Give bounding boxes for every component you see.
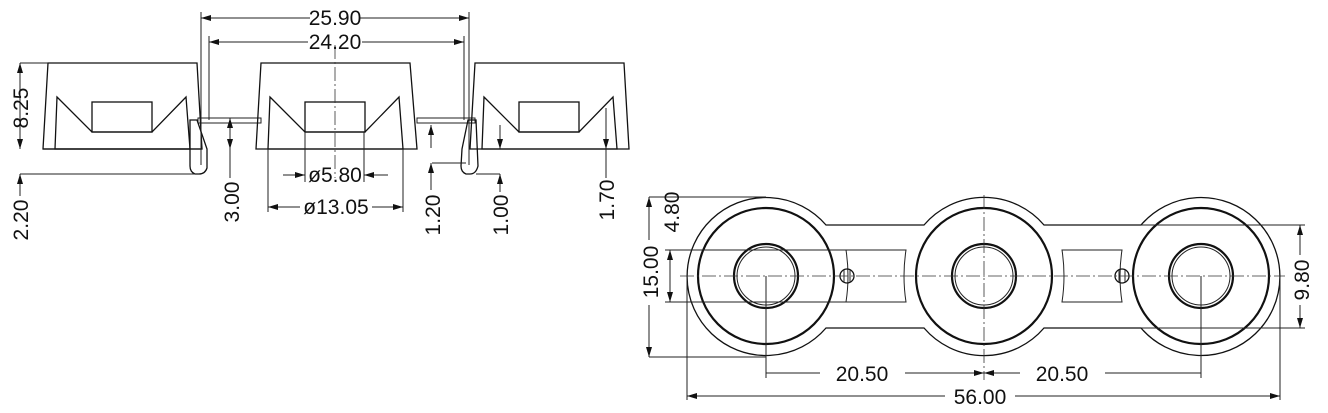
dim-slot-width: 4.80 <box>661 192 684 233</box>
web-strips <box>197 117 476 124</box>
dim-inner-width: 24.20 <box>309 31 362 54</box>
slot-right <box>1061 249 1123 303</box>
slot-left <box>845 249 907 303</box>
dim-recess-depth: 1.70 <box>596 180 619 221</box>
dim-overall-height: 15.00 <box>640 246 663 299</box>
dim-overall-length: 56.00 <box>954 386 1007 409</box>
dim-bar-width: 9.80 <box>1291 260 1314 301</box>
dim-flange-thickness: 1.00 <box>490 195 513 236</box>
outer-outline <box>686 196 1281 357</box>
cap-right <box>469 62 630 150</box>
right-flange <box>460 119 479 175</box>
dim-outer-diameter: ø13.05 <box>303 196 368 219</box>
left-flange <box>189 119 208 175</box>
dim-web-thickness: 1.20 <box>422 195 445 236</box>
section-view: 25.90 24.20 8.25 2.20 3.00 ø5.80 ø13.05 … <box>10 7 630 241</box>
dim-inner-diameter: ø5.80 <box>308 164 362 187</box>
dim-overall-width: 25.90 <box>309 7 362 30</box>
dim-height: 8.25 <box>10 88 33 129</box>
dim-pitch-left: 20.50 <box>836 363 889 386</box>
dim-flange-drop: 2.20 <box>10 200 33 241</box>
cap-middle <box>255 62 418 150</box>
plan-dimension-lines <box>646 196 1305 400</box>
dim-web-height: 3.00 <box>221 182 244 223</box>
plan-view: 15.00 4.80 9.80 20.50 20.50 56.00 <box>640 192 1314 409</box>
dimension-lines <box>17 12 609 212</box>
cap-left <box>42 62 203 150</box>
dim-pitch-right: 20.50 <box>1036 363 1089 386</box>
